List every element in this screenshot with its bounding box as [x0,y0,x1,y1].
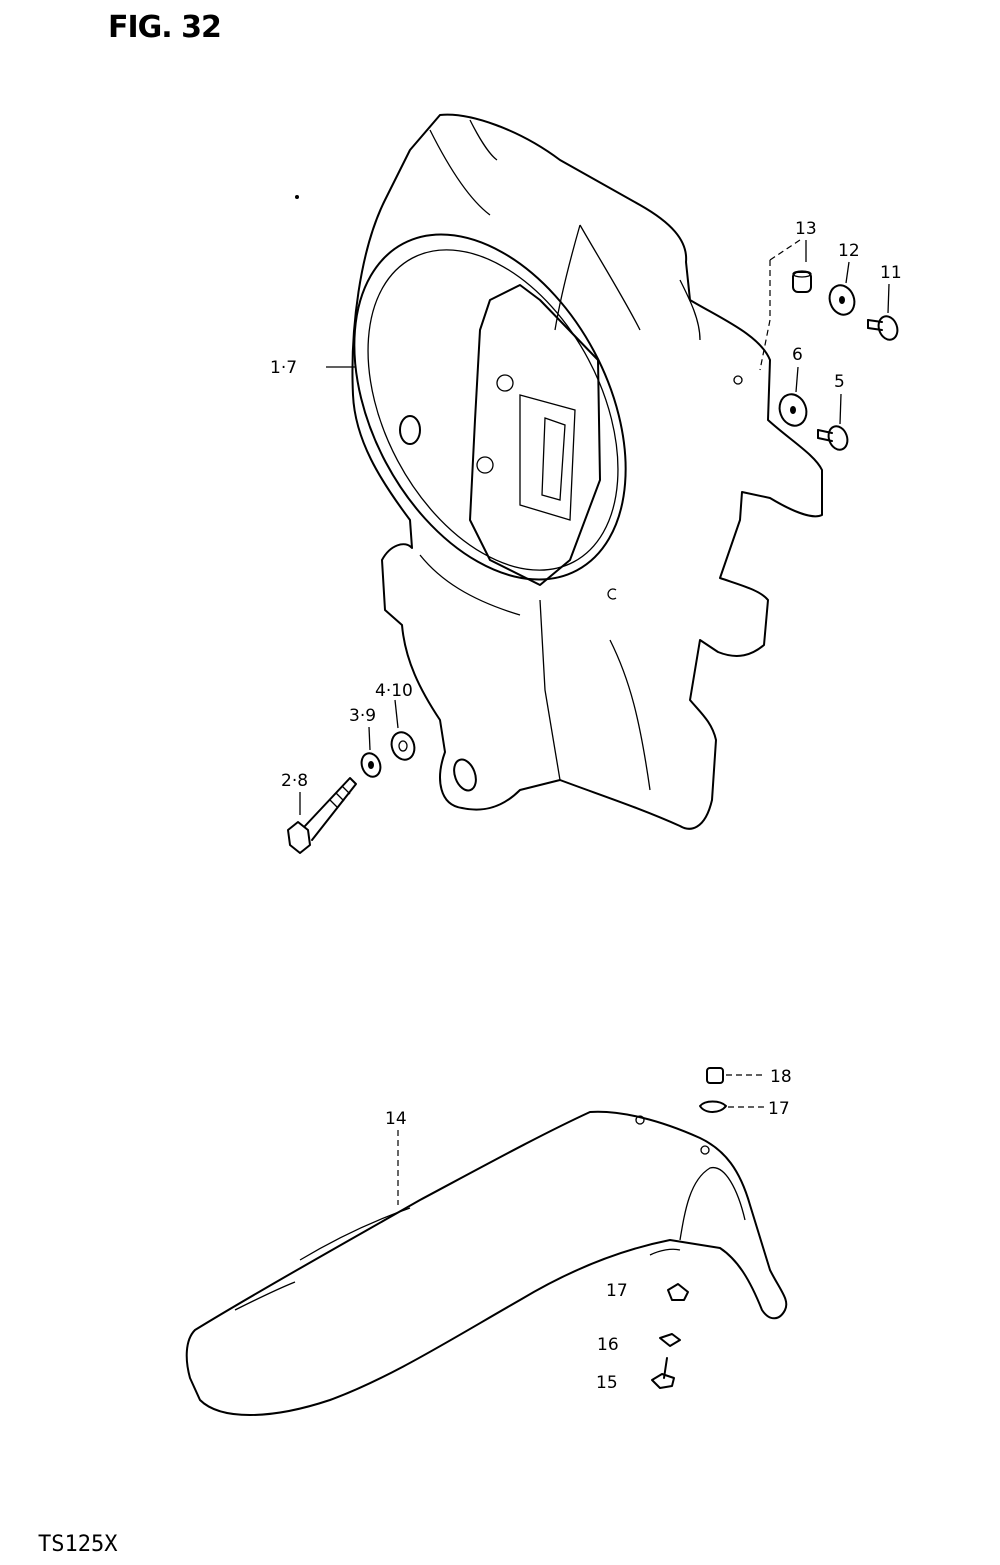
model-code: TS125X [38,1532,118,1557]
screw-11-drawing [867,315,899,341]
callout-5: 5 [834,372,845,392]
callout-17-lower: 17 [606,1281,628,1301]
callout-11: 11 [880,263,902,283]
callout-3-9: 3·9 [349,706,376,726]
washer-6-drawing [778,393,808,427]
headlight-housing-drawing [295,113,823,830]
callout-18: 18 [770,1067,792,1087]
lock-washer-3-9-drawing [360,752,382,778]
callout-12: 12 [838,241,860,261]
cap-18-drawing [706,1067,724,1084]
callout-2-8: 2·8 [281,771,308,791]
bolt-15-drawing [651,1357,675,1389]
callout-1-7: 1·7 [270,358,297,378]
nut-17-lower-drawing [667,1283,689,1301]
callout-13: 13 [795,219,817,239]
nut-17-upper-drawing [699,1100,727,1113]
bolt-2-8-drawing [287,777,357,854]
front-fender-drawing [185,1110,788,1416]
washer-16-drawing [659,1333,681,1347]
screw-5-drawing [817,425,849,451]
callout-15: 15 [596,1373,618,1393]
callout-6: 6 [792,345,803,365]
callout-16: 16 [597,1335,619,1355]
callout-14: 14 [385,1109,407,1129]
callout-4-10: 4·10 [375,681,413,701]
figure-title: FIG. 32 [108,10,222,45]
cap-nut-13-drawing [792,270,812,293]
washer-12-drawing [828,284,856,316]
callout-17-upper: 17 [768,1099,790,1119]
washer-4-10-drawing [390,731,416,761]
